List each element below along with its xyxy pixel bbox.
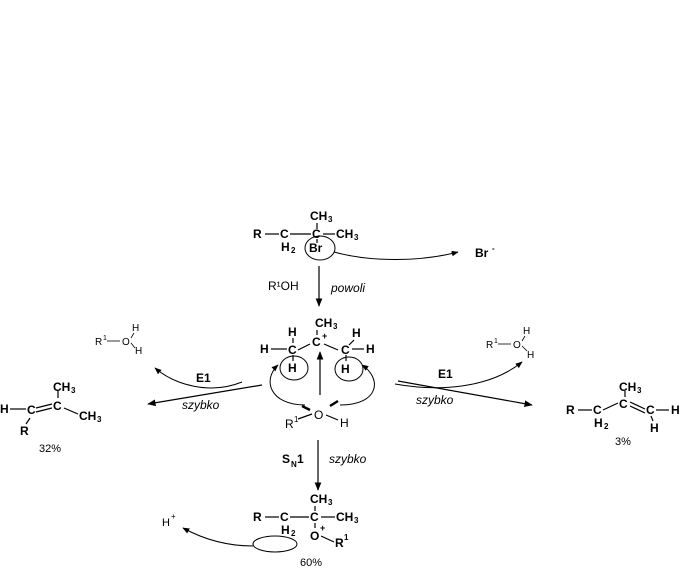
svg-text:R: R xyxy=(335,536,344,550)
left-protonated-alcohol: R 1 O H H xyxy=(95,323,142,357)
svg-text:O: O xyxy=(310,529,319,543)
svg-text:1: 1 xyxy=(344,533,349,542)
sn1-arrow: S N 1 szybko xyxy=(282,440,367,491)
svg-text:H: H xyxy=(281,240,290,254)
svg-text:3%: 3% xyxy=(615,436,631,448)
svg-text:C: C xyxy=(593,403,602,417)
svg-text:3: 3 xyxy=(354,516,359,525)
svg-text:C: C xyxy=(341,343,350,357)
svg-text:CH: CH xyxy=(336,510,353,524)
svg-text:H: H xyxy=(288,361,297,375)
svg-text:3: 3 xyxy=(71,386,76,395)
carbocation: C + CH 3 C H H H C H H H xyxy=(260,316,375,406)
svg-text:Br: Br xyxy=(309,241,323,255)
svg-text:1: 1 xyxy=(494,338,498,345)
svg-text:E1: E1 xyxy=(438,367,453,381)
svg-text:H: H xyxy=(340,416,349,430)
proton-leaving: H + xyxy=(162,512,176,529)
svg-text:CH: CH xyxy=(315,316,332,330)
svg-text:Br: Br xyxy=(475,246,489,260)
svg-text:CH: CH xyxy=(336,227,353,241)
svg-text:H: H xyxy=(671,403,680,417)
nucleophile: R 1 O H xyxy=(285,399,349,431)
svg-text:S: S xyxy=(282,452,290,466)
svg-text:H: H xyxy=(527,350,534,361)
svg-text:C: C xyxy=(646,403,655,417)
svg-text:1: 1 xyxy=(103,335,107,342)
svg-text:H: H xyxy=(352,326,361,340)
svg-text:2: 2 xyxy=(291,529,296,538)
svg-text:2: 2 xyxy=(604,422,609,431)
svg-text:R: R xyxy=(95,337,102,348)
svg-text:H: H xyxy=(260,342,269,356)
svg-text:H: H xyxy=(341,362,350,376)
svg-text:R: R xyxy=(253,510,262,524)
svg-text:60%: 60% xyxy=(300,557,322,569)
svg-text:R: R xyxy=(285,417,294,431)
svg-text:R: R xyxy=(20,424,29,438)
right-protonated-alcohol: R 1 O H H xyxy=(486,326,534,361)
svg-text:R¹OH: R¹OH xyxy=(268,279,299,293)
svg-text:powoli: powoli xyxy=(330,281,365,295)
svg-text:H: H xyxy=(523,326,530,337)
bromide-leaving: Br - xyxy=(475,244,495,260)
svg-text:C: C xyxy=(310,510,319,524)
starting-material: R C H 2 C CH 3 CH 3 Br xyxy=(253,209,459,261)
svg-text:H: H xyxy=(162,517,170,529)
svg-text:H: H xyxy=(135,346,142,357)
svg-text:H: H xyxy=(650,421,659,435)
svg-text:C: C xyxy=(53,399,62,413)
svg-text:+: + xyxy=(171,512,176,521)
svg-text:N: N xyxy=(291,460,297,469)
right-e1-arrows: E1 szybko xyxy=(394,361,533,407)
svg-text:C: C xyxy=(280,510,289,524)
svg-text:+: + xyxy=(322,331,327,341)
svg-text:H: H xyxy=(594,416,603,430)
svg-text:H: H xyxy=(281,523,290,537)
svg-text:C: C xyxy=(619,397,628,411)
svg-text:C: C xyxy=(288,343,297,357)
svg-text:CH: CH xyxy=(310,492,327,506)
sn1-product: R C H 2 C CH 3 CH 3 O + R 1 60% xyxy=(182,492,359,569)
svg-text:3: 3 xyxy=(328,215,333,224)
svg-text:C: C xyxy=(312,335,321,349)
svg-text:1: 1 xyxy=(297,452,304,466)
svg-text:O: O xyxy=(314,408,323,422)
svg-text:CH: CH xyxy=(310,209,327,223)
svg-text:C: C xyxy=(27,403,36,417)
svg-text:E1: E1 xyxy=(196,371,211,385)
left-product: H C C CH 3 CH 3 R 32% xyxy=(0,380,102,455)
svg-text:szybko: szybko xyxy=(416,393,454,407)
right-product: R C H 2 C CH 3 C H H 3% xyxy=(566,380,680,448)
svg-text:C: C xyxy=(280,227,289,241)
svg-text:H: H xyxy=(132,323,139,334)
svg-text:C: C xyxy=(312,227,321,241)
svg-text:3: 3 xyxy=(637,386,642,395)
svg-text:3: 3 xyxy=(354,233,359,242)
svg-text:3: 3 xyxy=(328,498,333,507)
svg-text:+: + xyxy=(320,523,325,533)
svg-text:R: R xyxy=(486,340,493,351)
svg-text:1: 1 xyxy=(294,415,299,424)
svg-text:szybko: szybko xyxy=(329,452,367,466)
left-e1-arrows: E1 szybko xyxy=(147,367,263,412)
svg-text:CH: CH xyxy=(619,380,636,394)
svg-text:H: H xyxy=(366,342,375,356)
svg-text:R: R xyxy=(253,227,262,241)
svg-text:3: 3 xyxy=(97,415,102,424)
svg-text:R: R xyxy=(566,403,575,417)
svg-text:H: H xyxy=(288,325,297,339)
svg-text:H: H xyxy=(0,402,9,416)
svg-text:O: O xyxy=(122,337,130,348)
svg-text:szybko: szybko xyxy=(182,398,220,412)
svg-text:32%: 32% xyxy=(39,443,61,455)
step1-arrow: R¹OH powoli xyxy=(268,266,365,307)
svg-text:3: 3 xyxy=(333,322,338,331)
svg-text:O: O xyxy=(513,340,521,351)
svg-text:CH: CH xyxy=(79,409,96,423)
svg-text:CH: CH xyxy=(53,380,70,394)
svg-text:-: - xyxy=(492,244,495,253)
svg-text:2: 2 xyxy=(291,246,296,255)
